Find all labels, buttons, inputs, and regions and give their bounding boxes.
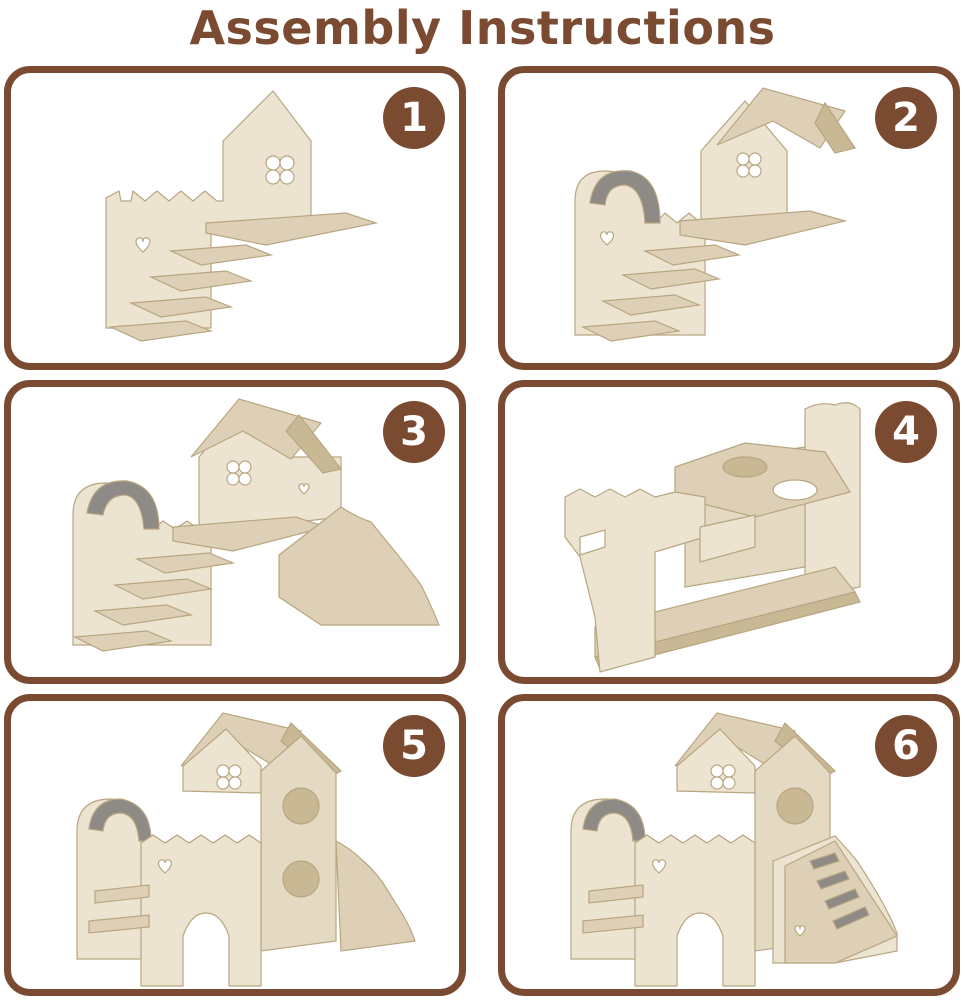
step-number-badge-5: 5	[383, 715, 445, 777]
step-panel-2: 2	[498, 66, 960, 370]
step-number-badge-1: 1	[383, 87, 445, 149]
step-number-badge-2: 2	[875, 87, 937, 149]
step-panel-1: 1	[4, 66, 466, 370]
step-5-illustration	[76, 712, 416, 987]
step-6-illustration	[570, 712, 898, 987]
step-panel-5: 5	[4, 694, 466, 996]
step-2-illustration	[574, 87, 856, 342]
step-panel-6: 6	[498, 694, 960, 996]
step-panel-3: 3	[4, 380, 466, 684]
page-title: Assembly Instructions	[189, 1, 776, 55]
step-number-badge-4: 4	[875, 401, 937, 463]
step-4-illustration	[564, 402, 861, 673]
step-number-badge-3: 3	[383, 401, 445, 463]
step-panel-4: 4	[498, 380, 960, 684]
step-1-illustration	[105, 90, 379, 342]
step-3-illustration	[72, 398, 440, 652]
step-number-badge-6: 6	[875, 715, 937, 777]
